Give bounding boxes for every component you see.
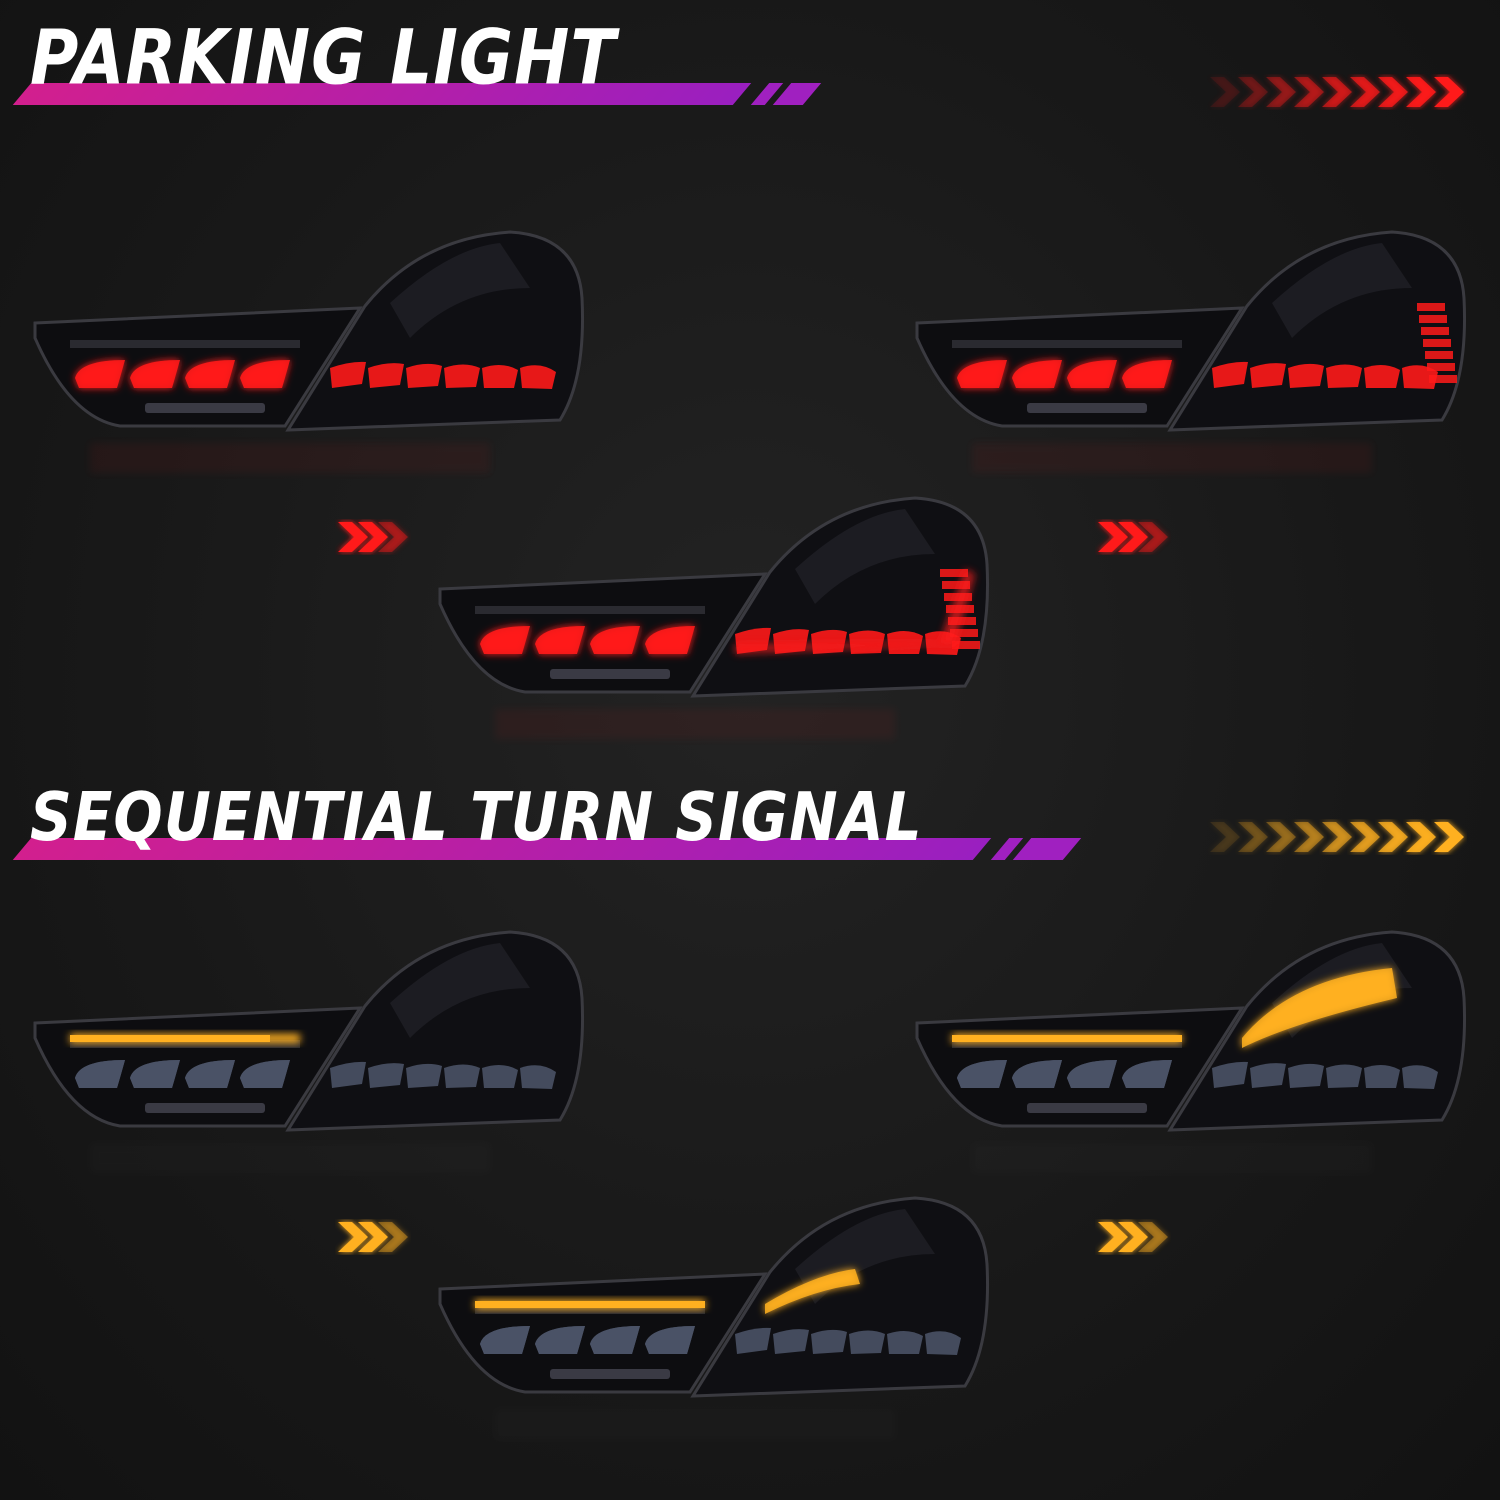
chevron-mark xyxy=(1266,822,1296,852)
red-chevrons-icon xyxy=(1210,77,1464,107)
chevron-mark xyxy=(1294,822,1324,852)
chevron-mark xyxy=(1350,822,1380,852)
chevron-mark xyxy=(1118,1222,1148,1252)
turn-signal-header: SEQUENTIAL TURN SIGNAL xyxy=(0,777,1100,870)
chevron-mark xyxy=(358,522,388,552)
chevron-mark xyxy=(1378,822,1408,852)
section-title: SEQUENTIAL TURN SIGNAL xyxy=(30,777,923,856)
amber-arrow-icon xyxy=(338,1222,408,1252)
chevron-mark xyxy=(1294,822,1324,852)
section-title: PARKING LIGHT xyxy=(30,13,617,102)
chevron-mark xyxy=(378,522,408,552)
chevron-mark xyxy=(1294,77,1324,107)
chevron-mark xyxy=(358,1222,388,1252)
tail-light-image xyxy=(435,494,995,754)
tail-light-image xyxy=(30,928,590,1188)
amber-chevrons-icon xyxy=(1210,822,1464,852)
chevron-mark xyxy=(1138,1222,1168,1252)
chevron-mark xyxy=(1118,522,1148,552)
chevron-mark xyxy=(1322,77,1352,107)
chevron-mark xyxy=(1238,77,1268,107)
red-arrow-icon xyxy=(1098,522,1168,552)
chevron-mark xyxy=(1266,77,1296,107)
red-arrow-icon xyxy=(338,522,408,552)
title-slash xyxy=(1012,838,1082,860)
chevron-mark xyxy=(1138,522,1168,552)
chevron-mark xyxy=(338,1222,368,1252)
chevron-mark xyxy=(1378,77,1408,107)
chevron-mark xyxy=(378,1222,408,1252)
chevron-mark xyxy=(1098,1222,1128,1252)
chevron-mark xyxy=(1210,77,1240,107)
chevron-mark xyxy=(1098,522,1128,552)
chevron-mark xyxy=(1294,77,1324,107)
chevron-mark xyxy=(1434,822,1464,852)
chevron-mark xyxy=(1210,822,1240,852)
chevron-mark xyxy=(1138,522,1168,552)
chevron-mark xyxy=(1266,822,1296,852)
tail-light-image xyxy=(912,228,1472,488)
chevron-mark xyxy=(1210,77,1240,107)
chevron-mark xyxy=(378,1222,408,1252)
chevron-mark xyxy=(378,522,408,552)
chevron-mark xyxy=(1406,77,1436,107)
chevron-mark xyxy=(1238,822,1268,852)
chevron-mark xyxy=(1138,1222,1168,1252)
chevron-mark xyxy=(1238,77,1268,107)
chevron-mark xyxy=(1210,822,1240,852)
tail-light-image xyxy=(435,1194,995,1454)
tail-light-image xyxy=(912,928,1472,1188)
amber-arrow-icon xyxy=(1098,1222,1168,1252)
chevron-mark xyxy=(338,522,368,552)
chevron-mark xyxy=(1434,77,1464,107)
parking-light-header: PARKING LIGHT xyxy=(0,13,850,115)
chevron-mark xyxy=(1350,77,1380,107)
chevron-mark xyxy=(1406,822,1436,852)
chevron-mark xyxy=(1322,822,1352,852)
chevron-mark xyxy=(1266,77,1296,107)
tail-light-image xyxy=(30,228,590,488)
chevron-mark xyxy=(1238,822,1268,852)
